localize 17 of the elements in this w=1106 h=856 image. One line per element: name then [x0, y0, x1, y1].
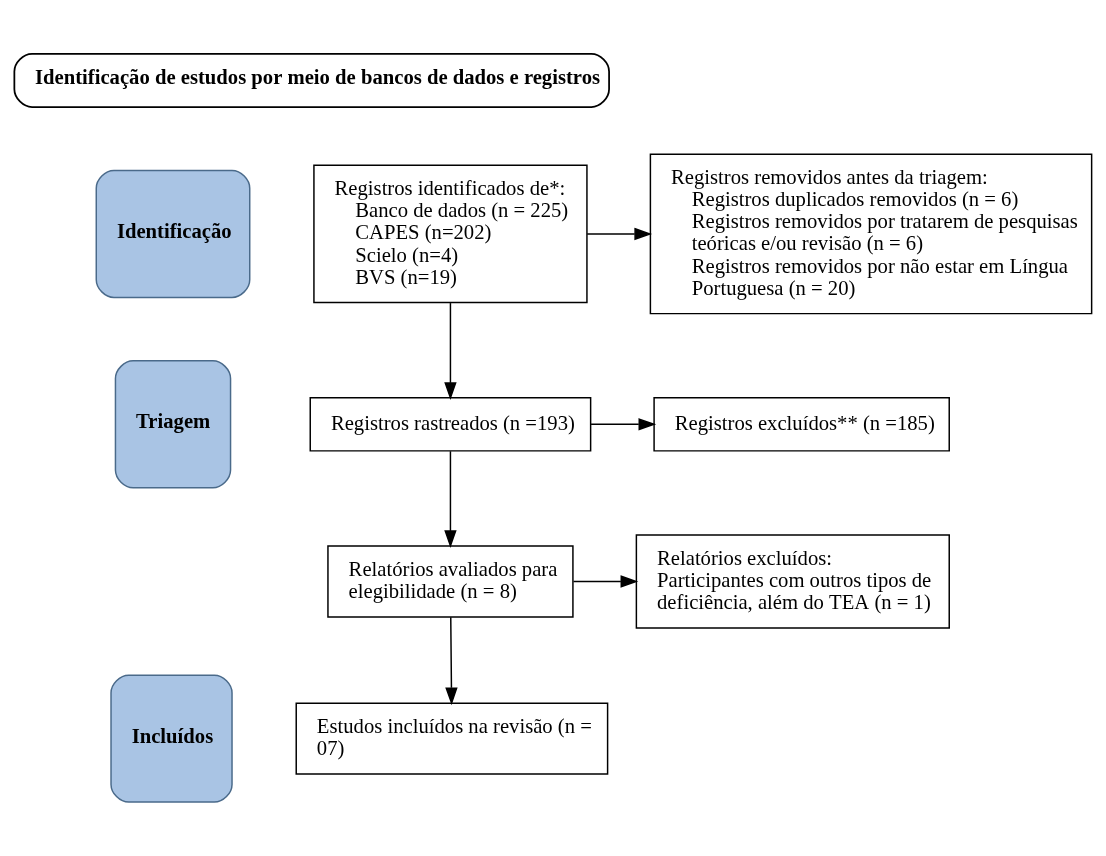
node-box: Triagem	[114, 360, 232, 489]
node-box: Incluídos	[110, 674, 233, 803]
node-box: Identificação de estudos por meio de bancos de dados e registros	[13, 53, 610, 108]
node-box: Identificação	[95, 169, 251, 299]
node-box: Registros identificados de*: Banco de dados (n = 225) CAPES (n=202) Scielo (n=4) BVS (n=19)	[313, 164, 588, 304]
node-box: Relatórios avaliados para elegibilidade (n = 8)	[327, 545, 574, 618]
node-box: Estudos incluídos na revisão (n = 07)	[295, 702, 609, 775]
arrow	[444, 302, 457, 400]
node-box: Registros excluídos** (n =185)	[653, 397, 950, 452]
arrow	[444, 450, 457, 549]
node-box: Relatórios excluídos: Participantes com outros tipos de deficiência, além do TEA (n = 1)	[635, 534, 950, 629]
node-box: Registros removidos antes da triagem: Registros duplicados removidos (n = 6) Registros removidos por tratarem de pesquisas teóricas e/ou revisão (n = 6) Registros removidos por não estar em Língua Portuguesa (n = 20)	[649, 153, 1093, 315]
arrow	[586, 227, 653, 241]
arrow	[445, 616, 458, 706]
arrow	[572, 575, 639, 588]
node-box: Registros rastreados (n =193)	[309, 397, 592, 452]
arrow	[590, 418, 657, 431]
